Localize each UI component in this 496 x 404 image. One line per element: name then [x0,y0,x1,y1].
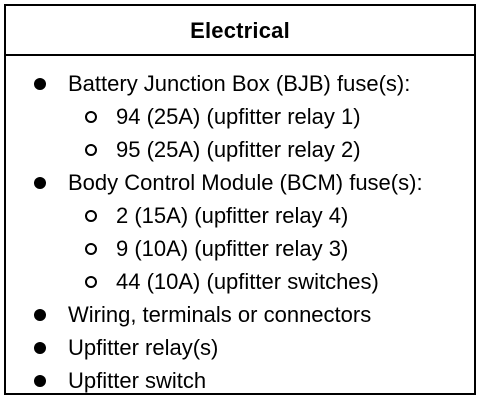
list-item-text: Upfitter switch [68,368,207,393]
list-item-text: 2 (15A) (upfitter relay 4) [116,203,349,228]
list-item-text: Upfitter relay(s) [68,335,219,360]
list-item-fuse-95: 95 (25A) (upfitter relay 2) [85,135,361,165]
bullet-icon [34,177,46,189]
circle-bullet-icon [85,111,97,123]
list-item-upfitter-switch: Upfitter switch [34,366,206,396]
list-item-fuse-2: 2 (15A) (upfitter relay 4) [85,201,348,231]
list-item-bcm-fuses: Body Control Module (BCM) fuse(s): [34,168,423,198]
list-item-text: 44 (10A) (upfitter switches) [116,269,379,294]
bullet-icon [34,342,46,354]
list-item-text: Battery Junction Box (BJB) fuse(s): [68,71,411,96]
circle-bullet-icon [85,144,97,156]
bullet-icon [34,309,46,321]
list-item-text: Wiring, terminals or connectors [68,302,372,327]
list-item-text: 9 (10A) (upfitter relay 3) [116,236,349,261]
list-item-upfitter-relays: Upfitter relay(s) [34,333,218,363]
circle-bullet-icon [85,210,97,222]
bullet-icon [34,375,46,387]
electrical-panel: Electrical Battery Junction Box (BJB) fu… [4,4,476,395]
list-item-wiring: Wiring, terminals or connectors [34,300,371,330]
circle-bullet-icon [85,276,97,288]
bullet-icon [34,78,46,90]
circle-bullet-icon [85,243,97,255]
list-item-fuse-94: 94 (25A) (upfitter relay 1) [85,102,361,132]
list-item-text: 94 (25A) (upfitter relay 1) [116,104,361,129]
list-item-fuse-9: 9 (10A) (upfitter relay 3) [85,234,348,264]
panel-title: Electrical [190,18,290,43]
panel-header: Electrical [6,6,474,56]
list-item-fuse-44: 44 (10A) (upfitter switches) [85,267,379,297]
list-item-text: 95 (25A) (upfitter relay 2) [116,137,361,162]
list-item-text: Body Control Module (BCM) fuse(s): [68,170,423,195]
list-item-bjb-fuses: Battery Junction Box (BJB) fuse(s): [34,69,410,99]
